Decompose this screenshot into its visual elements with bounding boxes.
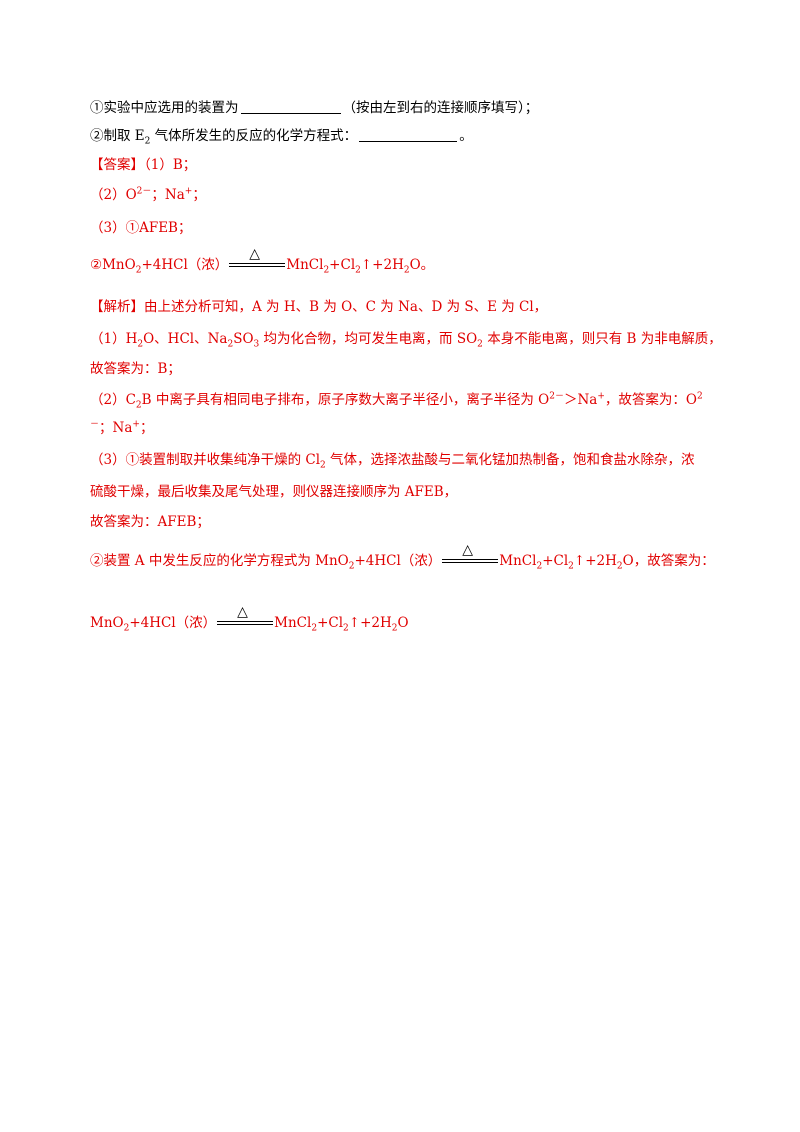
q2-suffix: 。 bbox=[459, 128, 473, 144]
a10-s4: 2 bbox=[391, 623, 398, 634]
a4-b: B 中离子具有相同电子排布，原子序数大离子半径小，离子半径为 O bbox=[141, 392, 550, 408]
eq-1-pre: ②MnO bbox=[90, 257, 136, 273]
triangle-icon: △ bbox=[249, 246, 261, 262]
eq-1-r3: ↑+2H bbox=[360, 257, 404, 273]
q2-answer-blank[interactable] bbox=[359, 127, 458, 142]
a10-c: MnCl bbox=[274, 615, 312, 631]
eq-1-s2: 2 bbox=[323, 265, 330, 276]
answer-line-1: 【答案】（1）B； bbox=[90, 155, 196, 175]
triangle-icon: △ bbox=[462, 542, 474, 558]
question-2: ②制取 E2 气体所发生的反应的化学方程式： 。 bbox=[90, 126, 473, 146]
q2-text: ②制取 E bbox=[90, 128, 145, 144]
eq-1-r2: +Cl bbox=[329, 257, 356, 273]
q1-answer-blank[interactable] bbox=[240, 99, 341, 114]
answer-3: （3）①AFEB； bbox=[90, 220, 192, 236]
a2-s3: 3 bbox=[253, 339, 260, 350]
triangle-icon: △ bbox=[237, 604, 248, 620]
a2-s1: 2 bbox=[137, 339, 144, 350]
answer-line-2: （2）O2－；Na+； bbox=[90, 185, 206, 205]
a4-c: ＞Na bbox=[563, 392, 598, 408]
q1-text: ①实验中应选用的装置为 bbox=[90, 100, 239, 116]
eq-1-r4: O。 bbox=[409, 257, 435, 273]
a2-c: SO bbox=[233, 331, 254, 347]
answer-2-sup2: + bbox=[184, 186, 193, 197]
a4-s1: 2 bbox=[135, 400, 142, 411]
a9-s2: 2 bbox=[536, 561, 543, 572]
eq-1-right: MnCl bbox=[286, 257, 324, 273]
a10-s3: 2 bbox=[343, 623, 349, 634]
analysis-1: 【解析】由上述分析可知，A 为 H、B 为 O、C 为 Na、D 为 S、E 为… bbox=[90, 299, 548, 315]
eq-1-mid: +4HCl（浓） bbox=[141, 257, 229, 273]
answer-2-pre: （2）O bbox=[90, 187, 137, 203]
a9-s3: 2 bbox=[568, 561, 574, 572]
a10-d: +Cl bbox=[317, 615, 344, 631]
analysis-line-6: （3）①装置制取并收集纯净干燥的 Cl2 气体，选择浓盐酸与二氧化锰加热制备，饱… bbox=[90, 450, 695, 470]
analysis-line-3: 故答案为：B； bbox=[90, 359, 181, 379]
analysis-8: 故答案为：AFEB； bbox=[90, 514, 210, 530]
answer-line-3: （3）①AFEB； bbox=[90, 218, 191, 238]
a5-c: ； bbox=[139, 420, 154, 436]
a4-p2: + bbox=[597, 391, 605, 402]
a10-e: ↑+2H bbox=[348, 615, 392, 631]
a6-s: 2 bbox=[320, 460, 326, 471]
answer-2-end: ； bbox=[192, 187, 206, 203]
analysis-line-4: （2）C2B 中离子具有相同电子排布，原子序数大离子半径小，离子半径为 O2－＞… bbox=[90, 390, 703, 410]
a2-a: （1）H bbox=[90, 331, 138, 347]
answer-line-4: ②MnO2+4HCl（浓）△MnCl2+Cl2↑+2H2O。 bbox=[90, 246, 435, 276]
analysis-line-7: 硫酸干燥，最后收集及尾气处理，则仪器连接顺序为 AFEB， bbox=[90, 482, 457, 502]
a10-a: MnO bbox=[90, 615, 124, 631]
a4-p1: 2－ bbox=[549, 391, 564, 402]
eq-1-s1: 2 bbox=[135, 265, 142, 276]
heating-condition-sign: △ bbox=[442, 542, 499, 569]
a5-b: ；Na bbox=[99, 420, 133, 436]
analysis-line-5: －；Na+； bbox=[90, 418, 153, 438]
analysis-line-10: MnO2+4HCl（浓）△MnCl2+Cl2↑+2H2O bbox=[90, 604, 409, 634]
a6-b: 气体，选择浓盐酸与二氧化锰加热制备，饱和食盐水除杂，浓 bbox=[325, 452, 695, 468]
answer-2-sup: 2－ bbox=[136, 186, 152, 197]
a2-s2: 2 bbox=[227, 339, 234, 350]
a9-b: +4HCl（浓） bbox=[354, 553, 442, 569]
eq-1-s3: 2 bbox=[355, 265, 361, 276]
answer-1: （1）B； bbox=[144, 157, 197, 173]
analysis-line-1: 【解析】由上述分析可知，A 为 H、B 为 O、C 为 Na、D 为 S、E 为… bbox=[90, 297, 547, 317]
a9-c: MnCl bbox=[499, 553, 537, 569]
a9-d: +Cl bbox=[542, 553, 569, 569]
q2-sub: 2 bbox=[144, 136, 151, 147]
analysis-7: 硫酸干燥，最后收集及尾气处理，则仪器连接顺序为 AFEB， bbox=[90, 484, 458, 500]
a4-a: （2）C bbox=[90, 392, 136, 408]
a2-d: 均为化合物，均可发生电离，而 SO bbox=[259, 331, 478, 347]
a4-p3: 2 bbox=[696, 391, 703, 402]
a10-f: O bbox=[397, 615, 409, 631]
a9-e: ↑+2H bbox=[573, 553, 617, 569]
a10-s1: 2 bbox=[123, 623, 130, 634]
a9-a: ②装置 A 中发生反应的化学方程式为 MnO bbox=[90, 553, 349, 569]
heating-condition-sign: △ bbox=[229, 246, 286, 273]
heating-condition-sign: △ bbox=[217, 604, 274, 631]
q1-suffix: （按由左到右的连接顺序填写）； bbox=[342, 100, 539, 116]
question-1: ①实验中应选用的装置为 （按由左到右的连接顺序填写）； bbox=[90, 98, 538, 118]
analysis-line-2: （1）H2O、HCl、Na2SO3 均为化合物，均可发生电离，而 SO2 本身不… bbox=[90, 329, 722, 349]
analysis-line-8: 故答案为：AFEB； bbox=[90, 512, 210, 532]
a5-a: － bbox=[90, 419, 100, 430]
q2-mid: 气体所发生的反应的化学方程式： bbox=[150, 128, 358, 144]
analysis-line-9: ②装置 A 中发生反应的化学方程式为 MnO2+4HCl（浓）△MnCl2+Cl… bbox=[90, 542, 715, 572]
a4-d: ，故答案为：O bbox=[604, 392, 697, 408]
a10-b: +4HCl（浓） bbox=[129, 615, 217, 631]
a10-s2: 2 bbox=[311, 623, 318, 634]
analysis-3: 故答案为：B； bbox=[90, 361, 181, 377]
a5-p: + bbox=[132, 419, 140, 430]
a2-s4: 2 bbox=[477, 339, 483, 350]
answer-label: 【答案】 bbox=[90, 157, 144, 173]
a9-s1: 2 bbox=[348, 561, 355, 572]
a2-b: O、HCl、Na bbox=[143, 331, 228, 347]
a9-f: O，故答案为： bbox=[622, 553, 715, 569]
eq-1-s4: 2 bbox=[403, 265, 410, 276]
a9-s4: 2 bbox=[616, 561, 623, 572]
a2-e: 本身不能电离，则只有 B 为非电解质， bbox=[482, 331, 722, 347]
answer-2-mid: ；Na bbox=[151, 187, 185, 203]
a6-a: （3）①装置制取并收集纯净干燥的 Cl bbox=[90, 452, 321, 468]
